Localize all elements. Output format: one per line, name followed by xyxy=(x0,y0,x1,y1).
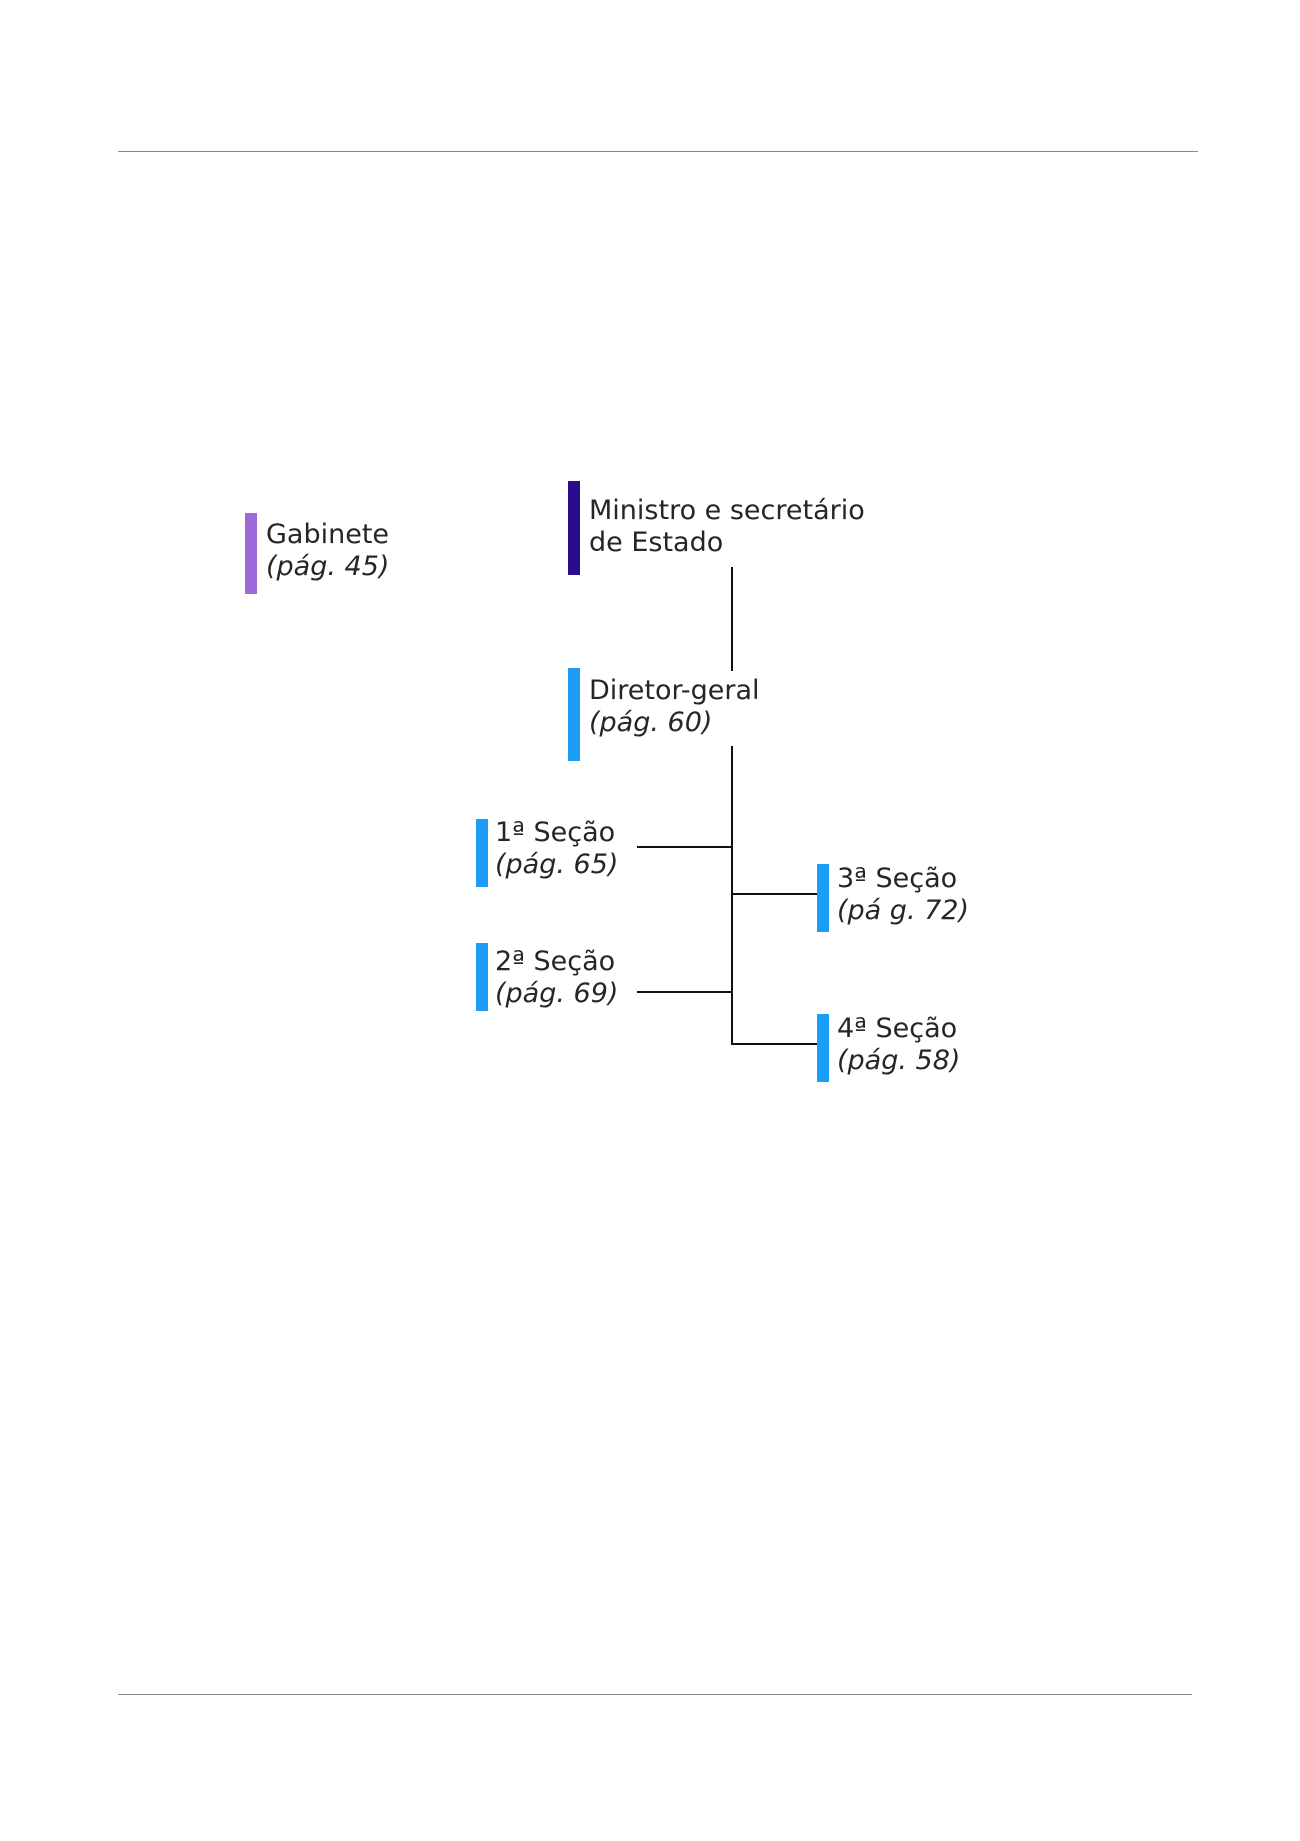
secao1-title: 1ª Seção xyxy=(495,817,616,848)
secao3-page: (pá g. 72) xyxy=(837,895,969,926)
ministro-title-line1: Ministro e secretário xyxy=(589,495,865,526)
connector-secao2 xyxy=(637,991,733,993)
secao2-title: 2ª Seção xyxy=(495,946,616,977)
gabinete-title: Gabinete xyxy=(266,519,390,550)
diretor-bar xyxy=(568,668,580,761)
secao4-page: (pág. 58) xyxy=(837,1045,961,1076)
gabinete-page: (pág. 45) xyxy=(266,551,390,582)
bottom-rule xyxy=(118,1694,1192,1695)
connector-trunk xyxy=(731,746,733,1045)
secao4-title: 4ª Seção xyxy=(837,1013,958,1044)
secao2-page: (pág. 69) xyxy=(495,978,619,1009)
secao2-bar xyxy=(476,943,488,1011)
secao1-page: (pág. 65) xyxy=(495,849,619,880)
connector-ministro-diretor xyxy=(731,567,733,671)
ministro-title-line2: de Estado xyxy=(589,527,724,558)
connector-secao1 xyxy=(637,846,733,848)
gabinete-bar xyxy=(245,513,257,594)
connector-secao3 xyxy=(731,893,817,895)
secao3-title: 3ª Seção xyxy=(837,863,958,894)
secao3-bar xyxy=(817,864,829,932)
top-rule xyxy=(118,151,1198,152)
secao1-bar xyxy=(476,819,488,887)
ministro-bar xyxy=(568,481,580,575)
diretor-title: Diretor-geral xyxy=(589,675,760,706)
secao4-bar xyxy=(817,1014,829,1082)
diretor-page: (pág. 60) xyxy=(589,707,713,738)
connector-secao4 xyxy=(731,1043,817,1045)
